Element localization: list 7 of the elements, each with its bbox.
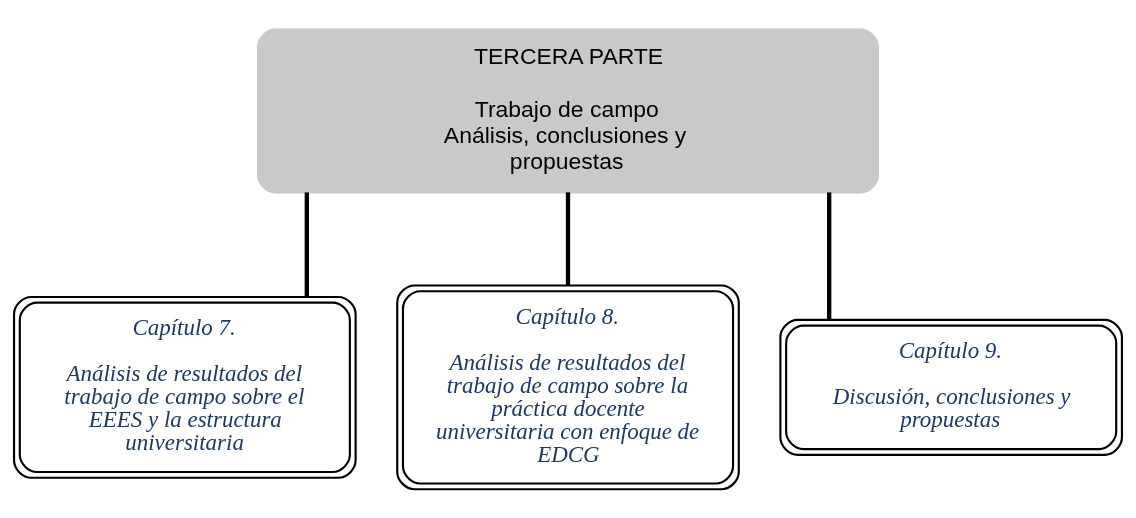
connector xyxy=(565,191,571,285)
connector xyxy=(304,191,309,297)
node-box: Capítulo 9. Discusión, conclusiones y propuestas xyxy=(779,318,1124,456)
node-box: Capítulo 8. Análisis de resultados del trabajo de campo sobre la práctica docente universitaria con enfoque de EDCG xyxy=(396,283,740,490)
node-box: TERCERA PARTE Trabajo de campo Análisis, conclusiones y propuestas xyxy=(256,28,880,193)
node-box: Capítulo 7. Análisis de resultados del trabajo de campo sobre el EEES y la estructura universitaria xyxy=(12,295,357,479)
connector xyxy=(827,191,832,320)
